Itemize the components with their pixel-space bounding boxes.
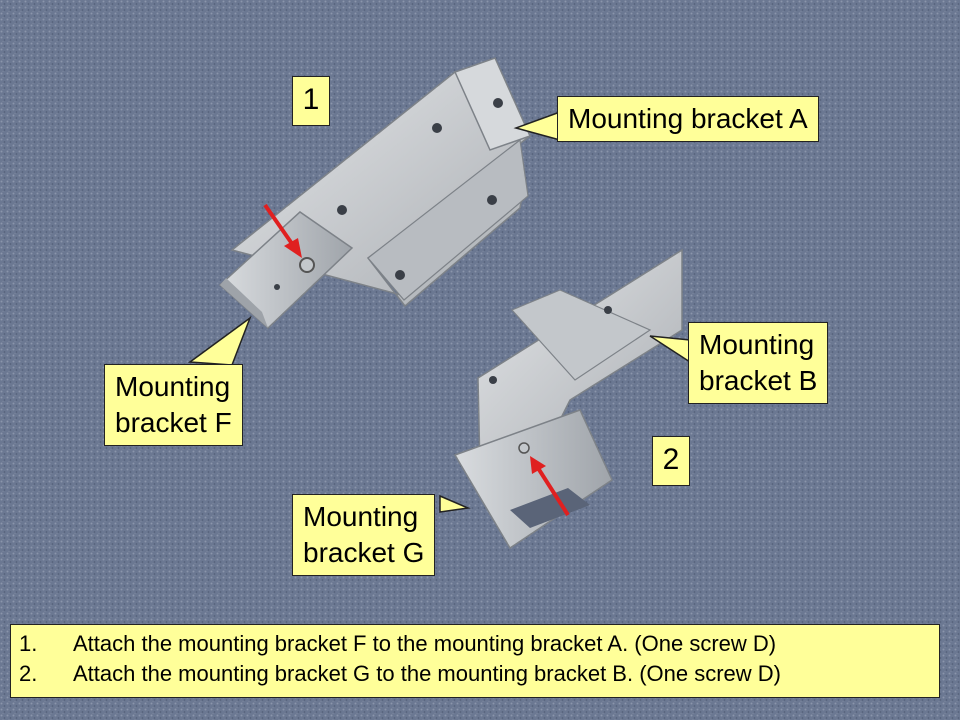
bracket-g-shape (453, 409, 613, 550)
instruction-index: 1. (19, 631, 38, 656)
label-bracket-g-line1: Mounting (303, 501, 419, 532)
label-bracket-b-line2: bracket B (699, 365, 818, 396)
label-bracket-g-line2: bracket G (303, 537, 425, 568)
pointer-bracket-g (439, 494, 471, 513)
instruction-index: 2. (19, 661, 38, 686)
instruction-item: 2. Attach the mounting bracket G to the … (19, 659, 931, 689)
label-bracket-f: Mounting bracket F (104, 364, 243, 446)
instructions-list: 1. Attach the mounting bracket F to the … (19, 629, 931, 689)
label-bracket-b: Mounting bracket B (688, 322, 829, 404)
instructions-box: 1. Attach the mounting bracket F to the … (10, 624, 940, 698)
pointer-bracket-f (187, 315, 252, 366)
instruction-text: Attach the mounting bracket G to the mou… (73, 661, 781, 686)
label-bracket-b-line1: Mounting (699, 329, 815, 360)
arrow-screw-1 (263, 203, 302, 258)
bracket-f-shape (218, 211, 354, 330)
step-number-1: 1 (292, 76, 330, 126)
instruction-item: 1. Attach the mounting bracket F to the … (19, 629, 931, 659)
label-bracket-g: Mounting bracket G (292, 494, 436, 576)
step-number-2: 2 (652, 436, 690, 486)
label-bracket-a: Mounting bracket A (557, 96, 819, 142)
arrow-screw-2 (530, 456, 570, 517)
label-bracket-f-line1: Mounting (115, 371, 231, 402)
instruction-text: Attach the mounting bracket F to the mou… (73, 631, 777, 656)
label-bracket-f-line2: bracket F (115, 407, 232, 438)
